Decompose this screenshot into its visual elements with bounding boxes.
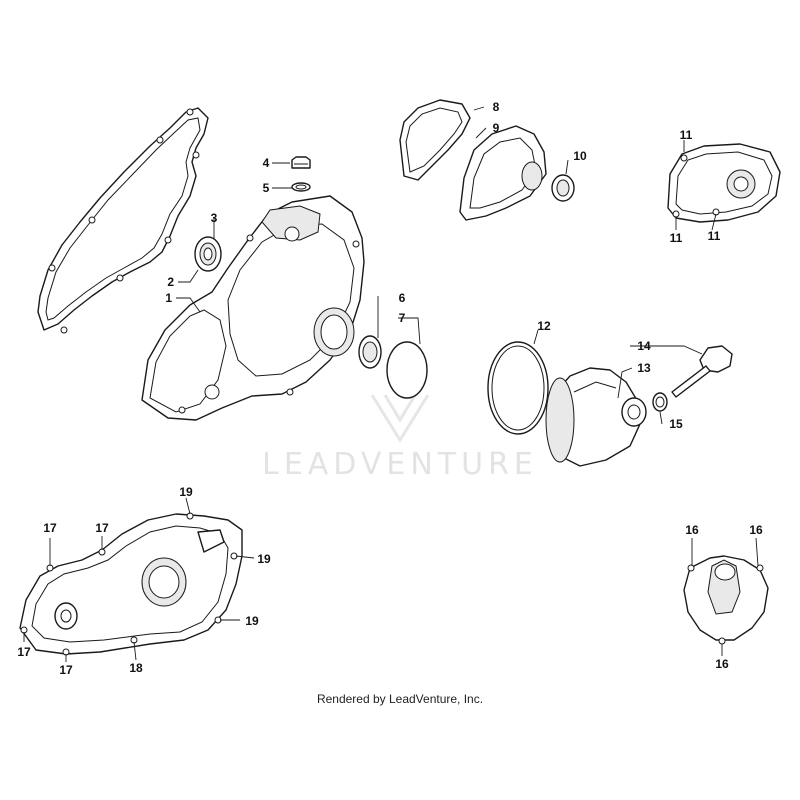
callout-19-top: 19 <box>179 485 193 499</box>
callout-16-right: 16 <box>749 523 763 537</box>
cover-inner-part-11 <box>667 143 781 223</box>
leader-lines <box>23 106 759 662</box>
seal-part-10 <box>551 174 575 202</box>
o-ring-part-5 <box>291 182 311 192</box>
callout-14: 14 <box>637 339 651 353</box>
callout-11-right: 11 <box>708 229 721 243</box>
render-credit: Rendered by LeadVenture, Inc. <box>316 692 484 706</box>
callout-17-b: 17 <box>95 521 109 535</box>
callout-11-top: 11 <box>680 128 693 142</box>
callout-16-bottom: 16 <box>715 657 729 671</box>
callout-17-a: 17 <box>43 521 57 535</box>
callout-9: 9 <box>493 121 500 135</box>
gasket-part-8 <box>399 99 471 181</box>
callout-17-c: 17 <box>17 645 31 659</box>
callout-13: 13 <box>637 361 651 375</box>
callout-labels: 1 2 3 4 5 6 7 8 9 10 11 11 11 12 13 14 1… <box>17 100 763 677</box>
watermark-brand: LEADVENTURE <box>262 447 538 482</box>
callout-19-mid: 19 <box>257 552 271 566</box>
o-ring-part-12 <box>487 341 549 435</box>
plug-part-4 <box>291 156 311 169</box>
callout-8: 8 <box>493 100 500 114</box>
callout-11-left: 11 <box>670 231 683 245</box>
callout-10: 10 <box>573 149 587 163</box>
callout-6: 6 <box>399 291 406 305</box>
callout-2: 2 <box>167 275 174 289</box>
callout-16-left: 16 <box>685 523 699 537</box>
callout-18: 18 <box>129 661 143 675</box>
gasket-part-16 <box>683 555 769 645</box>
clutch-cover-part-1 <box>141 195 365 421</box>
callout-4: 4 <box>263 156 270 170</box>
callout-17-d: 17 <box>59 663 73 677</box>
callout-15: 15 <box>669 417 683 431</box>
callout-12: 12 <box>537 319 551 333</box>
callout-7: 7 <box>399 311 406 325</box>
callout-5: 5 <box>263 181 270 195</box>
cover-part-13 <box>545 367 647 467</box>
callout-19-bottom: 19 <box>245 614 259 628</box>
cover-part-9 <box>459 125 547 221</box>
dipstick-part-14 <box>671 345 733 398</box>
cover-part-18 <box>19 512 243 656</box>
o-ring-part-15 <box>652 392 668 412</box>
plug-part-7 <box>386 341 428 399</box>
gasket-part-2 <box>37 107 209 334</box>
seal-part-6 <box>358 335 382 369</box>
bearing-part-3 <box>194 236 222 272</box>
callout-1: 1 <box>165 291 172 305</box>
callout-3: 3 <box>211 211 218 225</box>
